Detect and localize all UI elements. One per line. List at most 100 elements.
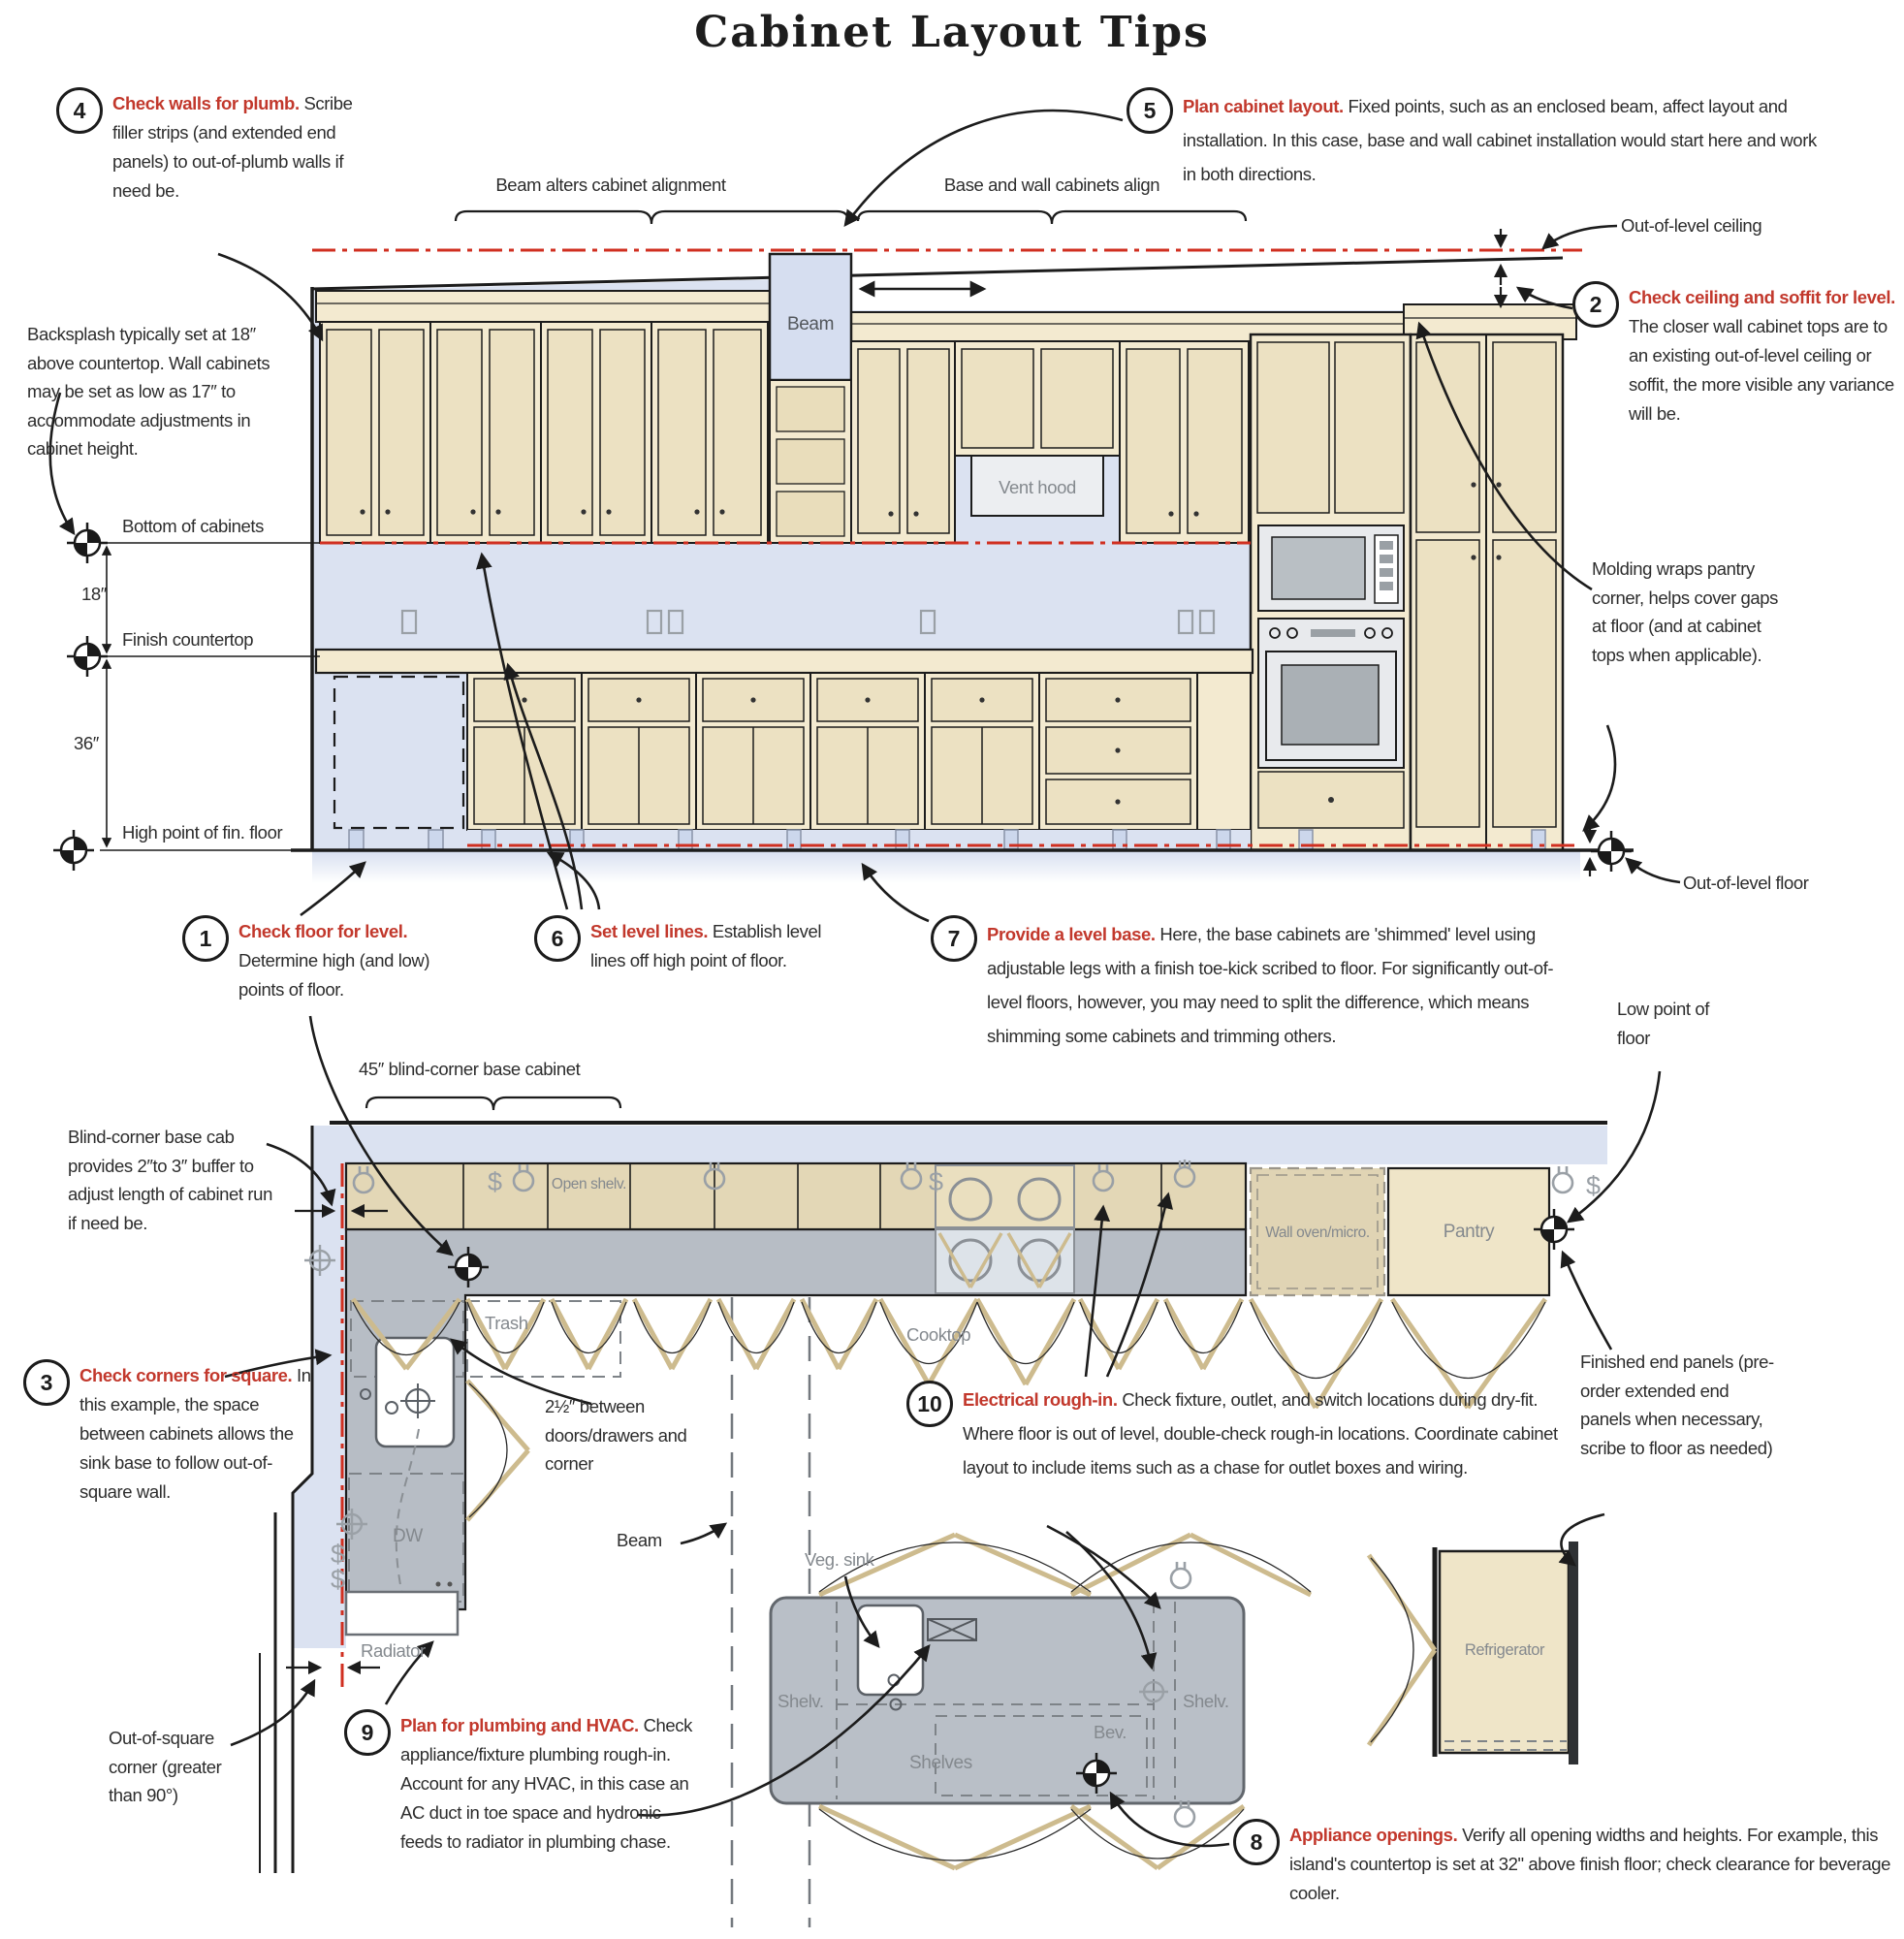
veg-sink-label: Veg. sink	[805, 1549, 874, 1570]
vent-hood-box	[970, 455, 1104, 517]
switch-symbol: $	[1586, 1171, 1601, 1200]
base-wall-align-label: Base and wall cabinets align	[943, 175, 1160, 195]
callout-8-appliance-openings: 8 Appliance openings. Verify all opening…	[1233, 1819, 1904, 1908]
pantry-tall-cabinet	[1409, 333, 1565, 852]
callout-3-body: In this example, the space between cabin…	[79, 1365, 311, 1502]
wall-cabinets-right-run	[850, 340, 1250, 544]
shelv-right-label: Shelv.	[1183, 1691, 1229, 1711]
callout-6-number: 6	[534, 915, 581, 962]
countertop	[314, 648, 1254, 675]
island-plan	[769, 1596, 1246, 1805]
veg-sink-plan	[856, 1604, 925, 1697]
high-point-label: High point of fin. floor	[122, 822, 283, 842]
leader-arrows	[48, 109, 1681, 1848]
oven-micro-tall-unit	[1249, 333, 1412, 852]
callout-5-number: 5	[1127, 87, 1173, 134]
pantry-label: Pantry	[1443, 1222, 1495, 1242]
callout-1-check-floor: 1 Check floor for level. Determine high …	[182, 915, 461, 1004]
beam-block	[768, 252, 853, 382]
switch-symbol: $	[331, 1565, 345, 1594]
callout-5-body: Fixed points, such as an enclosed beam, …	[1183, 96, 1817, 185]
beam-label: Beam	[786, 314, 835, 334]
junction-box	[927, 1618, 977, 1641]
wall-oven-plan	[1249, 1166, 1386, 1297]
open-shelv-label: Open shelv.	[551, 1176, 627, 1192]
base-cabinets	[333, 672, 1252, 831]
cooktop-label: Cooktop	[906, 1324, 971, 1345]
shelv-left-label: Shelv.	[777, 1691, 824, 1711]
callout-1-body: Determine high (and low) points of floor…	[238, 949, 430, 1000]
callout-1-heading: Check floor for level.	[238, 921, 408, 941]
beam-plan-label: Beam	[617, 1530, 662, 1550]
callout-6-heading: Set level lines.	[590, 921, 709, 941]
dishwasher-space	[333, 675, 465, 830]
dim-18-label: 18″	[81, 584, 107, 604]
callout-9-plumbing-hvac: 9 Plan for plumbing and HVAC. Check appl…	[344, 1709, 706, 1857]
callout-4-body: Scribe filler strips (and extended end p…	[112, 93, 353, 201]
backsplash-outlets	[400, 609, 1216, 635]
trash-label: Trash	[485, 1313, 528, 1333]
callout-7-heading: Provide a level base.	[987, 924, 1156, 944]
switch-symbol: $	[488, 1167, 502, 1196]
molding-note: Molding wraps pantry corner, helps cover…	[1592, 558, 1778, 665]
callout-4-heading: Check walls for plumb.	[112, 93, 300, 113]
callout-1-number: 1	[182, 915, 229, 962]
island-swings	[817, 1532, 1313, 1871]
callout-9-body: Check appliance/fixture plumbing rough-i…	[400, 1715, 693, 1852]
callout-6-set-level-lines: 6 Set level lines. Establish level lines…	[534, 915, 828, 975]
blind-corner-dim-label: 45″ blind-corner base cabinet	[359, 1059, 581, 1079]
out-of-square-arrows	[286, 1203, 388, 1675]
plan-view: $ $ $ $ $	[259, 1121, 1607, 1927]
corner-gap-note: 2½″ between doors/drawers and corner	[545, 1396, 687, 1475]
callout-7-number: 7	[931, 915, 977, 962]
callout-2-body: The closer wall cabinet tops are to an e…	[1629, 315, 1894, 424]
callout-2-heading: Check ceiling and soffit for level.	[1629, 287, 1895, 307]
beam-alignment-label: Beam alters cabinet alignment	[495, 175, 726, 195]
page-title: Cabinet Layout Tips	[694, 8, 1210, 57]
callout-7-level-base: 7 Provide a level base. Here, the base c…	[931, 915, 1588, 1054]
callout-8-number: 8	[1233, 1819, 1280, 1865]
bev-label: Bev.	[1094, 1722, 1127, 1742]
callout-3-number: 3	[23, 1359, 70, 1406]
callout-6-body: Establish level lines off high point of …	[590, 921, 822, 970]
elevation-view	[51, 229, 1634, 883]
shelves-label: Shelves	[909, 1753, 972, 1773]
backsplash-note: Backsplash typically set at 18″ above co…	[27, 324, 270, 460]
braces	[365, 209, 1248, 1111]
switch-symbol: $	[929, 1167, 943, 1196]
wall-cabinets-left-run	[319, 321, 769, 544]
callout-5-heading: Plan cabinet layout.	[1183, 96, 1344, 116]
callout-9-heading: Plan for plumbing and HVAC.	[400, 1715, 639, 1735]
bottom-of-cabinets-label: Bottom of cabinets	[122, 516, 265, 536]
under-beam-cabinet	[769, 379, 852, 544]
callout-10-electrical: 10 Electrical rough-in. Check fixture, o…	[906, 1381, 1569, 1484]
electrical-symbols: $ $ $ $ $	[302, 1158, 1601, 1828]
callout-2-check-ceiling: 2 Check ceiling and soffit for level. Th…	[1572, 281, 1895, 429]
vent-hood-label: Vent hood	[999, 477, 1076, 497]
callout-8-body: Verify all opening widths and heights. F…	[1289, 1825, 1891, 1903]
radiator-box	[344, 1590, 460, 1637]
dim-36-label: 36″	[74, 733, 99, 753]
wall-oven-label: Wall oven/micro.	[1265, 1224, 1370, 1241]
out-of-level-floor-label: Out-of-level floor	[1683, 873, 1809, 893]
callout-5-plan-layout: 5 Plan cabinet layout. Fixed points, suc…	[1127, 87, 1823, 191]
callout-4-number: 4	[56, 87, 103, 134]
finished-end-panels-note: Finished end panels (pre-order extended …	[1580, 1351, 1774, 1458]
callout-10-body: Check fixture, outlet, and switch locati…	[963, 1389, 1558, 1478]
callout-4-check-walls: 4 Check walls for plumb. Scribe filler s…	[56, 87, 366, 206]
left-dimensions	[100, 542, 320, 851]
switch-symbol: $	[331, 1540, 345, 1569]
callout-2-number: 2	[1572, 281, 1619, 328]
refrigerator-label: Refrigerator	[1464, 1641, 1545, 1659]
blind-corner-note: Blind-corner base cab provides 2″to 3″ b…	[68, 1127, 272, 1233]
radiator-label: Radiator	[361, 1640, 426, 1661]
callout-10-heading: Electrical rough-in.	[963, 1389, 1118, 1410]
callout-3-check-corners: 3 Check corners for square. In this exam…	[23, 1359, 317, 1507]
callout-9-number: 9	[344, 1709, 391, 1756]
cooktop-plan	[935, 1164, 1075, 1294]
drawer-bank	[1038, 672, 1198, 831]
callout-8-heading: Appliance openings.	[1289, 1825, 1458, 1845]
callout-10-number: 10	[906, 1381, 953, 1427]
